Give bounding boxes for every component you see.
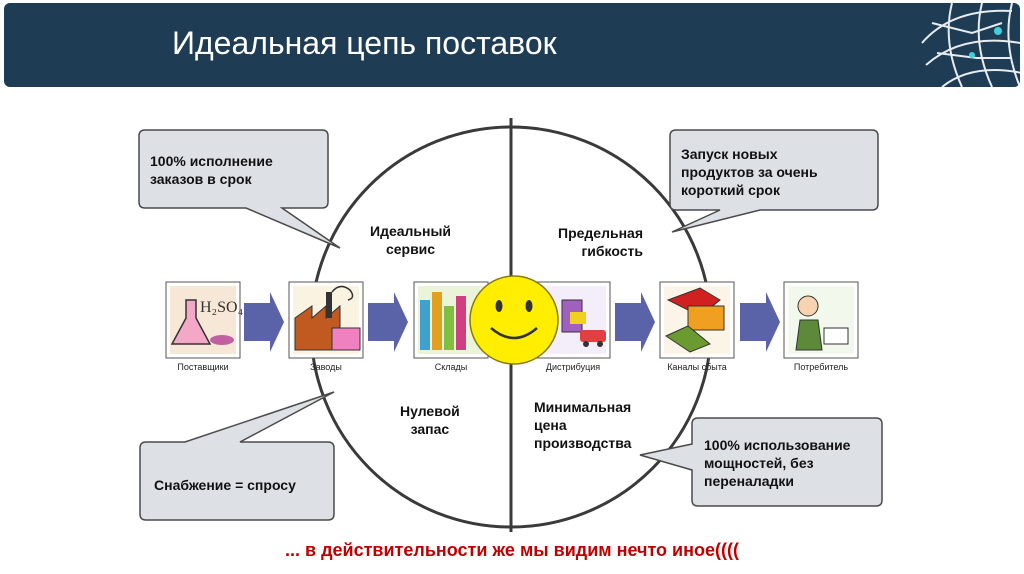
consumer-image [783,281,859,359]
network-logo-icon [921,3,1020,87]
flow-arrow [740,292,780,352]
footer-note: ... в действительности же мы видим нечто… [285,540,739,560]
stage-label: Дистрибуция [545,362,601,372]
sales-channels-image [659,281,735,359]
flow-arrow [615,292,655,352]
callout-bottom-right-bubble [639,417,883,507]
stage-label: Потребитель [793,362,849,372]
callout-bottom-left-text: Снабжение = спросу [154,477,296,493]
callout-top-left-bubble [138,129,341,249]
stage-label: Поставщики [177,362,229,372]
page-title: Идеальная цепь поставок [172,25,557,61]
svg-text:H₂SO₄: H₂SO₄ [200,299,244,316]
smiley-face-icon [469,275,559,365]
flow-arrow [368,292,408,352]
stage-label: Заводы [310,362,342,372]
factory-image [288,281,364,359]
callout-bottom-left-bubble [139,391,335,521]
stage-label: Склады [434,362,468,372]
suppliers-image: H₂SO₄ [165,281,244,359]
title-bar: Идеальная цепь поставок [4,3,1020,87]
flow-arrow [244,292,284,352]
callout-top-right-bubble [669,129,879,233]
stage-label: Каналы сбыта [667,362,727,372]
